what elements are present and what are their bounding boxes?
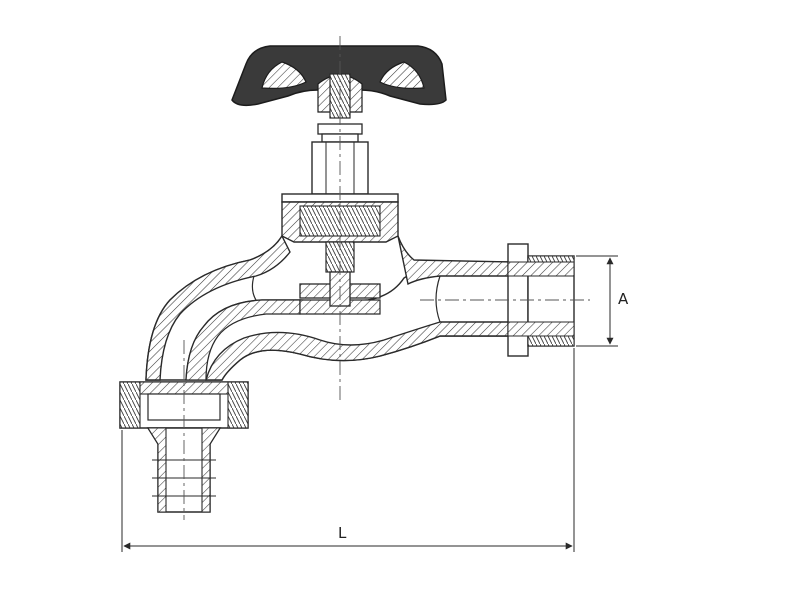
dimension-l-label: L (338, 524, 347, 542)
dimension-l (121, 348, 575, 552)
dimension-a (576, 255, 618, 347)
dimension-a-label: A (618, 290, 629, 308)
center-lines (183, 36, 590, 520)
valve-body (145, 234, 511, 381)
union-nut (119, 381, 249, 429)
outlet-thread (507, 243, 575, 357)
